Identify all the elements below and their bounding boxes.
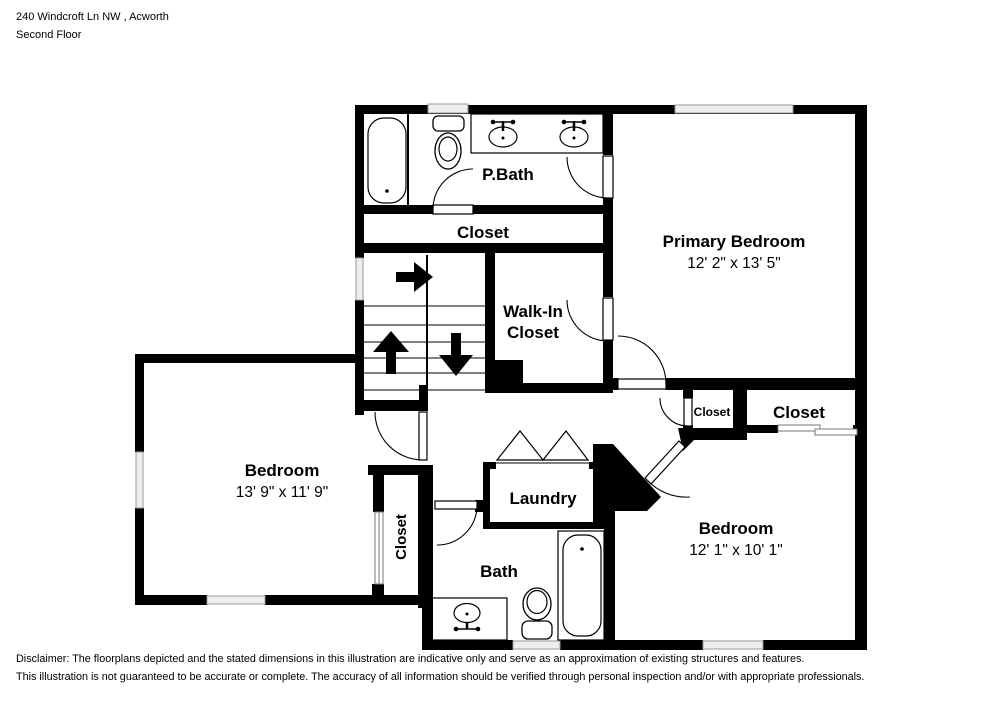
label-closet-left: Closet: [393, 514, 410, 560]
window: [206, 595, 266, 605]
label-primary-bedroom: Primary Bedroom: [663, 232, 806, 251]
plan-header: 240 Windcroft Ln NW , Acworth Second Flo…: [16, 8, 169, 44]
door-primary: [617, 335, 667, 390]
double-sink-icon: [470, 113, 604, 154]
label-walkin-2: Closet: [507, 323, 559, 342]
label-laundry: Laundry: [509, 489, 577, 508]
label-pbath: P.Bath: [482, 165, 534, 184]
sink-icon: [426, 597, 508, 641]
label-bedroom-br-dims: 12' 1" x 10' 1": [689, 542, 783, 559]
bifold-door-laundry: [495, 430, 590, 461]
window: [512, 640, 561, 650]
door-bedroom-br: [644, 440, 691, 498]
laundry-room-outline: [483, 458, 600, 529]
arrow-up-icon: [373, 331, 409, 374]
label-closet-small: Closet: [694, 405, 731, 419]
sliding-door-closet-left: [374, 511, 384, 585]
bathtub-icon: [367, 114, 409, 205]
label-walkin-1: Walk-In: [503, 302, 563, 321]
floor-line: Second Floor: [16, 29, 82, 41]
disclaimer-line2: This illustration is not guaranteed to b…: [16, 671, 865, 683]
sliding-door-closet-right: [777, 424, 858, 436]
window: [355, 257, 364, 301]
window: [674, 104, 794, 114]
toilet-icon: [521, 587, 553, 640]
arrow-right-icon: [396, 262, 433, 292]
toilet-icon: [432, 115, 465, 170]
label-closet-top: Closet: [457, 223, 509, 242]
window: [702, 640, 764, 650]
address-line: 240 Windcroft Ln NW , Acworth: [16, 11, 169, 23]
door-bath: [434, 500, 478, 546]
label-bedroom-left-dims: 13' 9" x 11' 9": [236, 484, 328, 501]
door-bedroom-left: [374, 411, 428, 461]
disclaimer: Disclaimer: The floorplans depicted and …: [16, 650, 864, 686]
staircase: [364, 255, 485, 400]
label-closet-right: Closet: [773, 403, 825, 422]
windows: [135, 103, 794, 650]
door-pbath-primary: [566, 155, 614, 199]
door-walkin: [566, 297, 614, 342]
door-pbath: [432, 168, 474, 215]
window: [135, 451, 144, 509]
walls: [135, 105, 867, 650]
label-bath: Bath: [480, 562, 518, 581]
disclaimer-line1: Disclaimer: The floorplans depicted and …: [16, 653, 805, 665]
label-bedroom-br: Bedroom: [699, 519, 774, 538]
fixtures: [367, 113, 605, 641]
door-closet-small: [659, 397, 693, 427]
label-bedroom-left: Bedroom: [245, 461, 320, 480]
window: [427, 103, 469, 114]
doors: [374, 155, 858, 585]
arrow-down-icon: [439, 333, 473, 376]
bathtub-icon: [557, 530, 605, 641]
label-primary-dims: 12' 2" x 13' 5": [687, 255, 781, 272]
